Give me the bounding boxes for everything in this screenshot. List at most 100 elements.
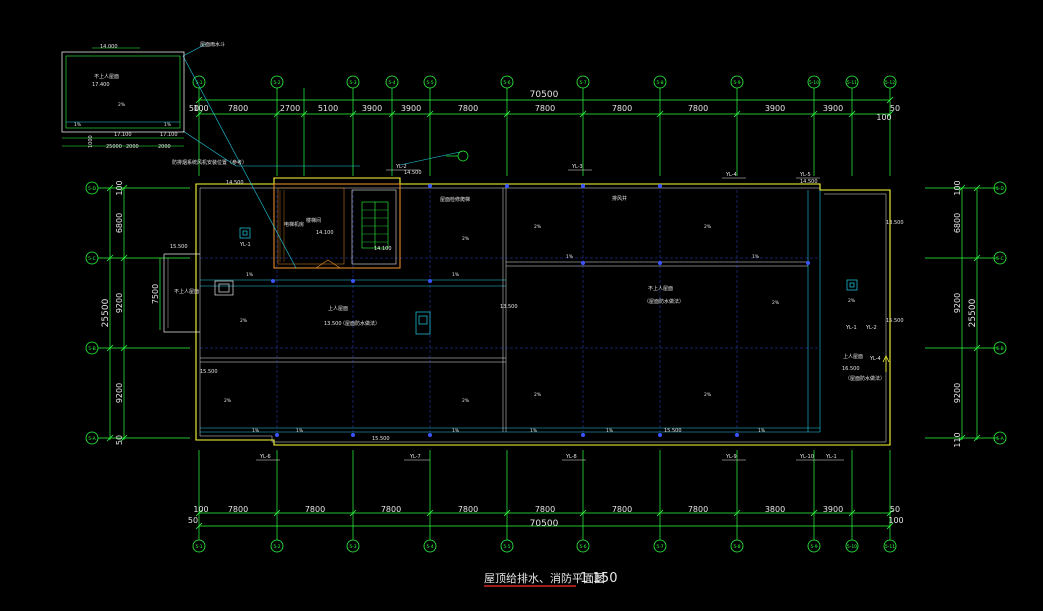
axis-label-top: 5-11 [847, 80, 857, 86]
slope-label: 2% [224, 398, 232, 404]
elevation-label: 13.500 [324, 321, 342, 327]
elevation-label: 14.100 [316, 230, 334, 236]
slope-label: 2% [118, 102, 126, 108]
elevation-label: 13.500 [500, 304, 518, 310]
dim-text: 100 [193, 505, 208, 514]
roof-type-label: 上人屋面 [843, 353, 863, 360]
dim-text: 50 [115, 435, 124, 445]
elevation-label: 15.500 [372, 436, 390, 442]
slope-label: 1% [566, 254, 574, 260]
elevation-label: 15.500 [200, 369, 218, 375]
axis-label-left: 5-C [88, 256, 96, 262]
dim-text: 25000 [106, 144, 122, 150]
elevation-label: 14.500 [404, 170, 422, 176]
slope-label: 2% [534, 224, 542, 230]
axis-label-bottom: 5-11 [885, 544, 895, 550]
roof-type-label: 不上人屋面 [174, 288, 199, 295]
pipe-label: YL-7 [409, 454, 421, 460]
dimension-text-right: 100 6800 9200 9200 110 25500 [953, 180, 978, 447]
pipe-label: YL-1 [239, 242, 251, 248]
slope-label: 1% [452, 428, 460, 434]
slope-label: 2% [462, 398, 470, 404]
roof-type-label: 不上人屋面 [94, 73, 119, 80]
waterproof-note: （屋面防水做法） [340, 320, 380, 327]
axis-label-bottom: 5-6 [579, 544, 586, 550]
left-total-dimension: 25500 [101, 298, 111, 327]
pipe-label: YL-9 [725, 454, 737, 460]
dim-text: 17.100 [160, 132, 178, 138]
slope-label: 2% [534, 392, 542, 398]
slope-label: 1% [246, 272, 254, 278]
roof-type-label: 上人屋面 [328, 305, 348, 312]
slope-label: 2% [772, 300, 780, 306]
elevation-label: 14.000 [100, 44, 118, 50]
axis-label-bottom: 5-5 [503, 544, 510, 550]
pipe-label: YL-1 [845, 325, 857, 331]
axis-label-bottom: 5-9 [810, 544, 817, 550]
dim-text: 2000 [126, 144, 139, 150]
elevation-label: 15.500 [664, 428, 682, 434]
dim-text: 7800 [458, 505, 478, 514]
axis-label-left: 5-D [88, 186, 96, 192]
dimension-text-top: 70500 100 7800 2700 5100 3900 3900 7800 … [189, 90, 900, 122]
elevation-label: 14.500 [226, 180, 244, 186]
dim-text: 3900 [765, 104, 785, 113]
pipe-label: YL-10 [799, 454, 814, 460]
slope-labels: 2% 2% 2% 2% 2% 2% 2% 2% 2% 2% 1% 1% 1% 1… [224, 224, 856, 434]
slope-label: 2% [848, 298, 856, 304]
axis-label-bottom: 5-4 [426, 544, 433, 550]
dim-text: 7800 [688, 104, 708, 113]
top-total-dimension: 70500 [530, 90, 559, 100]
elevation-label: 15.500 [170, 244, 188, 250]
dim-text: 7800 [458, 104, 478, 113]
dim-text: 7800 [305, 505, 325, 514]
axis-label-bottom: 5-10 [847, 544, 857, 550]
dim-text: 7500 [151, 284, 160, 304]
dim-text: 6800 [953, 213, 962, 233]
dim-text: 50 [890, 104, 900, 113]
axis-label-top: 5-6 [503, 80, 510, 86]
slope-label: 1% [758, 428, 766, 434]
pipe-label: YL-8 [565, 454, 577, 460]
slope-label: 2% [240, 318, 248, 324]
dim-text: 100 [888, 516, 903, 525]
detail-inset-text: 14.000 不上人屋面 17.400 2% 1% 1% 屋面雨水斗 1000 … [74, 41, 247, 166]
pipe-labels [256, 169, 844, 461]
axis-label-top: 5-4 [388, 80, 395, 86]
dim-text: 7800 [688, 505, 708, 514]
drawing-title-block: 屋顶给排水、消防平面图 1:150 [484, 571, 617, 587]
axis-bubbles-top [192, 75, 897, 89]
dim-text: 7800 [535, 505, 555, 514]
slope-label: 1% [606, 428, 614, 434]
dim-text: 2700 [280, 104, 300, 113]
slope-label: 1% [252, 428, 260, 434]
pipe-label: YL-2 [865, 325, 877, 331]
dim-text: 50 [189, 104, 199, 113]
dimension-text-left: 100 6800 9200 9200 50 25500 7500 [101, 180, 160, 445]
leader-lines [182, 43, 461, 269]
pipe-label: YL-1 [825, 454, 837, 460]
dim-text: 9200 [953, 383, 962, 403]
dim-text: 3900 [401, 104, 421, 113]
pipe-label: YL-4 [869, 356, 881, 362]
dim-text: 50 [890, 505, 900, 514]
drawing-title: 屋顶给排水、消防平面图 [484, 571, 605, 585]
axis-label-right: 5-A [996, 436, 1004, 442]
axis-bubbles-left [85, 181, 99, 445]
equipment-boxes [214, 227, 858, 335]
roof-type-label: 不上人屋面 [648, 285, 673, 292]
elevation-label: 16.500 [842, 366, 860, 372]
dim-text: 1000 [88, 135, 94, 148]
axis-label-bottom: 5-2 [273, 544, 280, 550]
elevation-label: 13.500 [886, 220, 904, 226]
elevation-label: 14.500 [800, 179, 818, 185]
slope-label: 1% [164, 122, 172, 128]
bottom-total-dimension: 70500 [530, 519, 559, 529]
slope-label: 2% [704, 392, 712, 398]
axis-label-bottom: 5-1 [195, 544, 202, 550]
axis-label-top: 5-5 [426, 80, 433, 86]
dim-text: 17.100 [114, 132, 132, 138]
axis-lines [98, 88, 998, 540]
axis-label-top: 5-3 [349, 80, 356, 86]
drawing-scale: 1:150 [580, 571, 617, 586]
